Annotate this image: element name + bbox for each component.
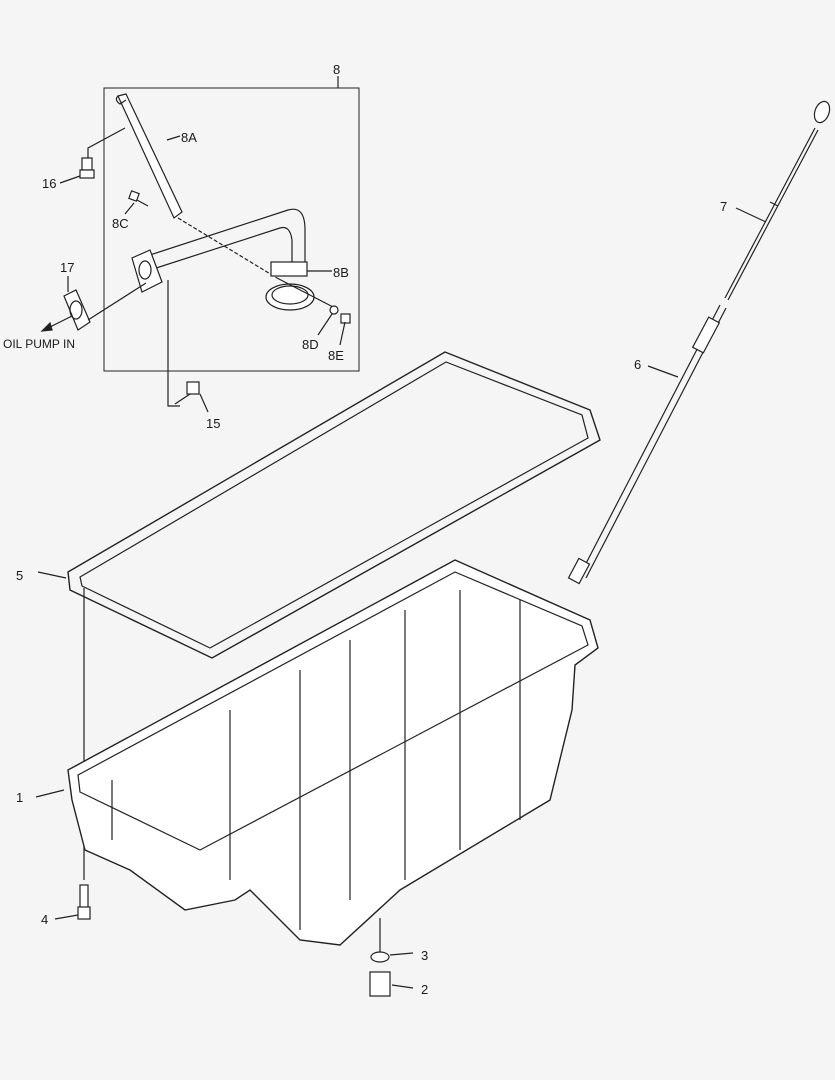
- oil-pump-in-annotation: OIL PUMP IN: [3, 337, 76, 351]
- callout-15: 15: [206, 416, 221, 431]
- callout-8c: 8C: [112, 216, 129, 231]
- callout-2: 2: [421, 982, 429, 997]
- guide-tube-6: [579, 304, 721, 576]
- assembly-8-box: [103, 87, 360, 372]
- pickup-tube: [149, 208, 306, 272]
- bolt-16: [81, 157, 93, 171]
- clamp-8b: [270, 261, 308, 277]
- callout-16: 16: [42, 176, 57, 191]
- callout-8: 8: [333, 62, 341, 77]
- drain-washer-3: [370, 951, 390, 963]
- bolt-8c: [128, 190, 140, 202]
- callout-8e: 8E: [328, 348, 344, 363]
- washer-8d: [329, 305, 339, 315]
- bracket-8a: [117, 93, 183, 219]
- callout-1: 1: [16, 790, 24, 805]
- callout-8d: 8D: [302, 337, 319, 352]
- nut-8e: [340, 313, 351, 324]
- dipstick-handle: [813, 100, 831, 124]
- callout-4: 4: [41, 912, 49, 927]
- callout-5: 5: [16, 568, 24, 583]
- callout-8b: 8B: [333, 265, 349, 280]
- oil-pan-gasket-5: [67, 351, 601, 659]
- drain-plug-2: [369, 971, 391, 997]
- callout-6: 6: [634, 357, 642, 372]
- callout-3: 3: [421, 948, 429, 963]
- callout-8a: 8A: [181, 130, 197, 145]
- dipstick-7: [724, 127, 816, 299]
- strainer: [265, 283, 315, 311]
- gasket-17: [63, 289, 91, 331]
- callout-17: 17: [60, 260, 75, 275]
- oil-pan-1: [67, 559, 599, 946]
- bolt-4: [79, 884, 89, 910]
- callout-7: 7: [720, 199, 728, 214]
- bolt-15: [186, 381, 200, 395]
